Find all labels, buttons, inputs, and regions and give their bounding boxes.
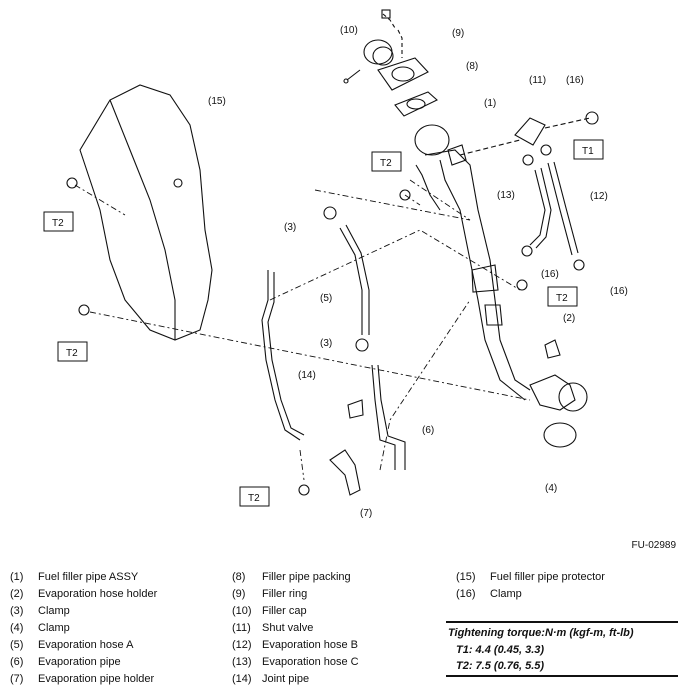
callouts: (10) (9) (8) (1) (11) (16) (15) (3) (13)…: [208, 25, 628, 519]
legend-number: (5): [10, 639, 24, 651]
callout-10: (10): [340, 25, 358, 36]
tightening-torque-box: Tightening torque:N·m (kgf-m, ft-lb) T1:…: [446, 621, 678, 677]
fuel-filler-pipe: [414, 124, 450, 156]
legend-number: (6): [10, 656, 24, 668]
torque-title: Tightening torque:N·m (kgf-m, ft-lb): [448, 627, 634, 639]
legend-name: Clamp: [38, 622, 70, 634]
legend-number: (11): [232, 622, 251, 634]
fuel-filler-pipe-protector: [79, 84, 213, 341]
clamp: [543, 422, 577, 448]
shut-valve: [514, 117, 546, 146]
filler-cap: [363, 39, 393, 65]
callout-11: (11): [529, 75, 546, 86]
callout-16b: (16): [541, 269, 559, 280]
evaporation-hose-a: [339, 227, 363, 335]
legend-name: Clamp: [38, 605, 70, 617]
legend-name: Evaporation hose holder: [38, 588, 158, 600]
legend-number: (15): [456, 571, 476, 583]
evaporation-pipe: [371, 364, 406, 470]
legend-name: Clamp: [490, 588, 522, 600]
joint-pipe: [261, 270, 301, 441]
callout-7: (7): [360, 508, 372, 519]
legend-number: (14): [232, 673, 252, 685]
legend-name: Fuel filler pipe protector: [490, 571, 605, 583]
callout-16c: (16): [610, 286, 628, 297]
legend-name: Evaporation pipe holder: [38, 673, 155, 685]
evaporation-pipe-holder: [329, 449, 361, 496]
legend-number: (9): [232, 588, 246, 600]
exploded-parts-diagram: (10) (9) (8) (1) (11) (16) (15) (3) (13)…: [43, 9, 628, 519]
torque-tag-t2: T2: [52, 218, 64, 229]
legend-number: (8): [232, 571, 246, 583]
torque-tag-t2: T2: [248, 493, 260, 504]
callout-16: (16): [566, 75, 584, 86]
evaporation-hose-c: [529, 169, 546, 246]
callout-8: (8): [466, 61, 478, 72]
legend-number: (10): [232, 605, 252, 617]
legend-name: Evaporation hose B: [262, 639, 359, 651]
legend-number: (13): [232, 656, 252, 668]
legend-number: (7): [10, 673, 24, 685]
callout-9: (9): [452, 28, 464, 39]
legend-name: Joint pipe: [262, 673, 310, 685]
callout-15: (15): [208, 96, 226, 107]
legend-name: Evaporation pipe: [38, 656, 121, 668]
legend-name: Filler pipe packing: [262, 571, 351, 583]
legend-number: (2): [10, 588, 24, 600]
torque-tag-t1: T1: [582, 146, 594, 157]
legend-name: Evaporation hose C: [262, 656, 359, 668]
torque-tag-t2: T2: [556, 293, 568, 304]
callout-5: (5): [320, 293, 332, 304]
callout-4: (4): [545, 483, 557, 494]
figure-reference: FU-02989: [631, 540, 676, 551]
legend-number: (3): [10, 605, 24, 617]
legend-number: (4): [10, 622, 24, 634]
callout-13: (13): [497, 190, 515, 201]
torque-t1: T1: 4.4 (0.45, 3.3): [456, 644, 545, 656]
torque-t2: T2: 7.5 (0.76, 5.5): [456, 660, 545, 672]
torque-tag-t2: T2: [380, 158, 392, 169]
legend-number: (12): [232, 639, 252, 651]
callout-3b: (3): [320, 338, 332, 349]
legend-name: Fuel filler pipe ASSY: [38, 571, 139, 583]
callout-1: (1): [484, 98, 496, 109]
torque-tag-t2: T2: [66, 348, 78, 359]
legend-name: Filler ring: [262, 588, 308, 600]
evaporation-hose-b: [547, 162, 573, 256]
callout-6: (6): [422, 425, 434, 436]
filler-pipe-packing: [394, 91, 438, 117]
callout-14: (14): [298, 370, 316, 381]
legend-number: (1): [10, 571, 24, 583]
callout-12: (12): [590, 191, 608, 202]
legend-number: (16): [456, 588, 476, 600]
filler-ring: [377, 57, 429, 91]
callout-3: (3): [284, 222, 296, 233]
legend-name: Shut valve: [262, 622, 314, 634]
legend-name: Filler cap: [262, 605, 307, 617]
callout-2: (2): [563, 313, 575, 324]
legend-name: Evaporation hose A: [38, 639, 134, 651]
